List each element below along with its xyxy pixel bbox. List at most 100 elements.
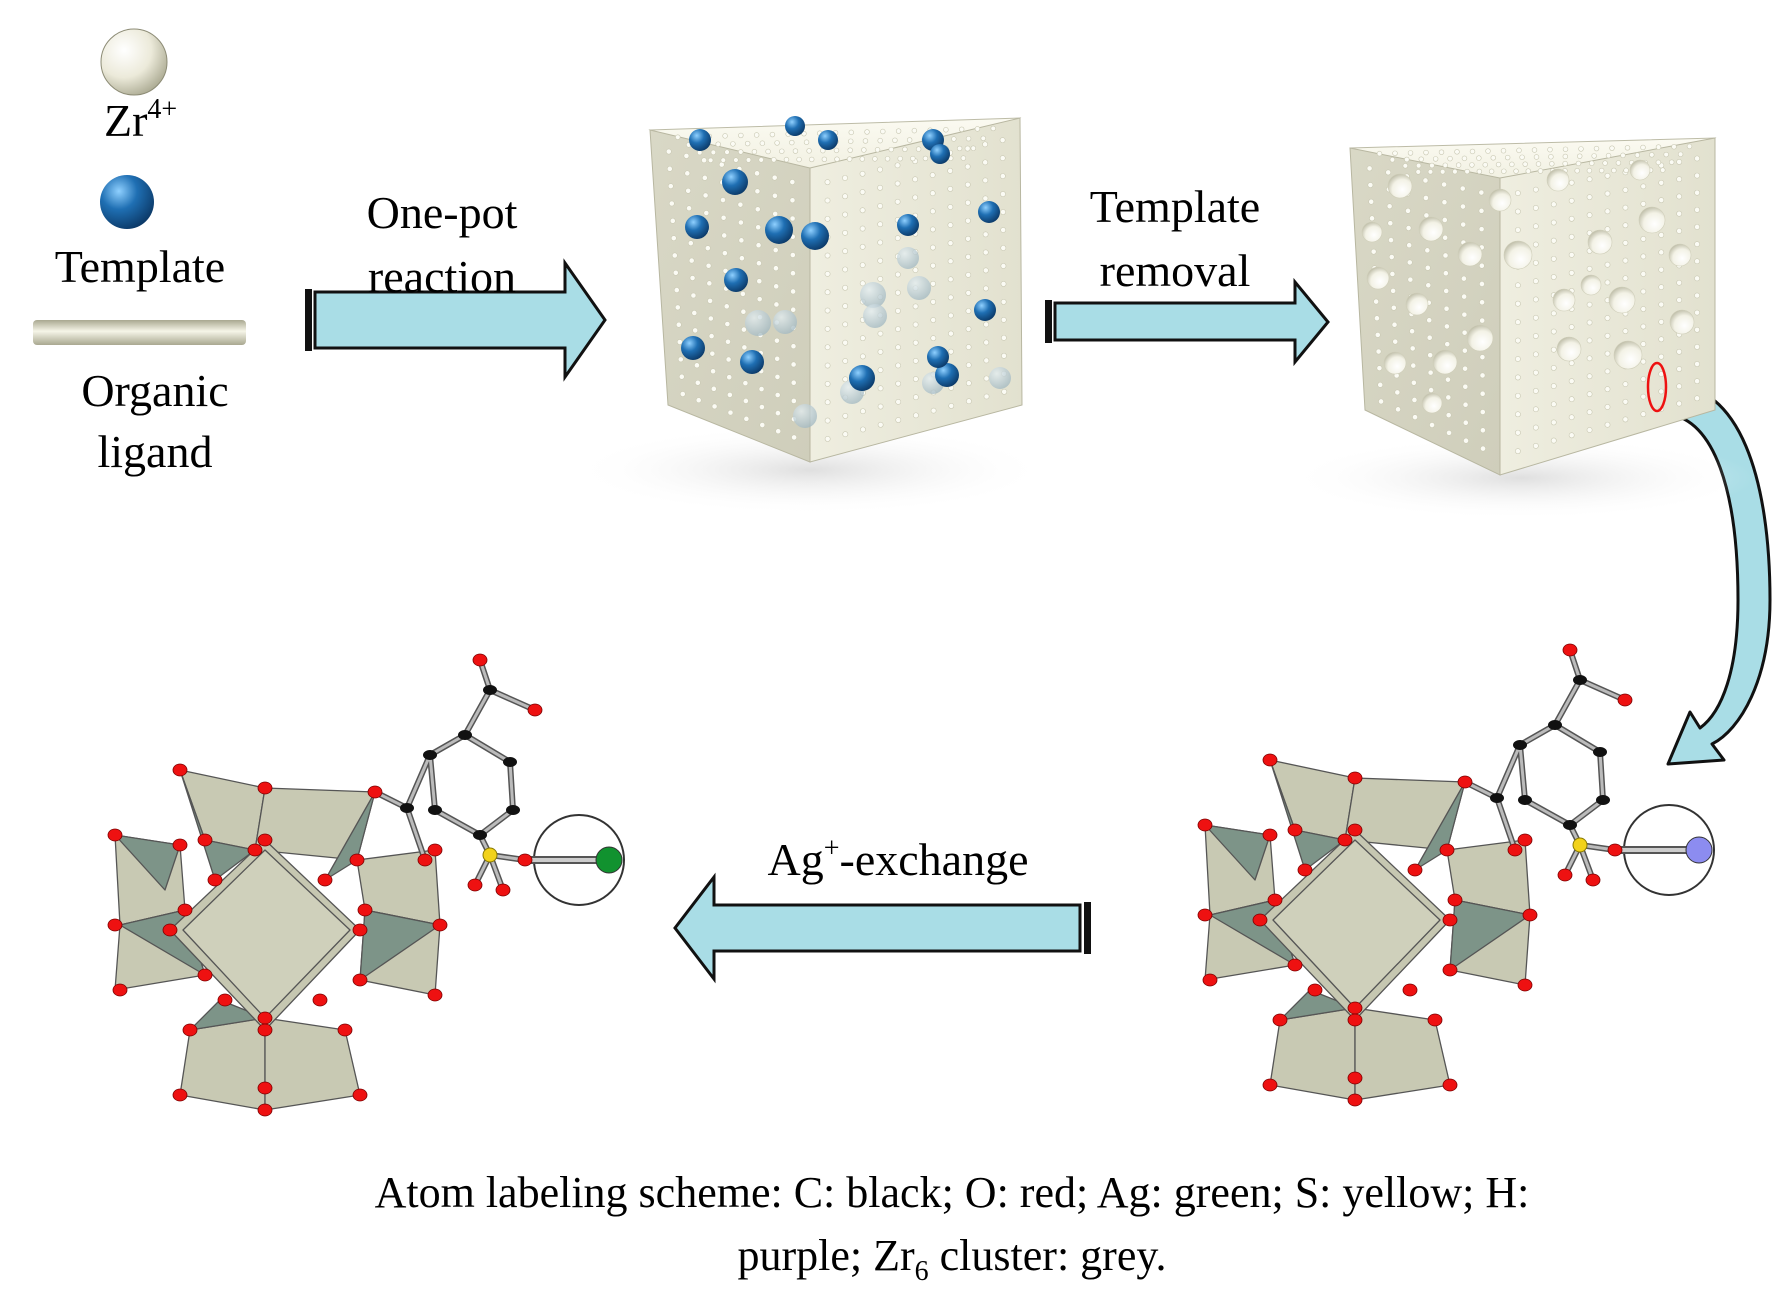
pore-dot bbox=[1658, 266, 1665, 273]
pore-dot bbox=[1532, 442, 1539, 449]
pore-cavity bbox=[1457, 241, 1483, 267]
pore-dot bbox=[877, 239, 884, 246]
pore-cavity bbox=[1552, 288, 1576, 312]
pore-dot bbox=[947, 294, 954, 301]
pore-dot bbox=[1532, 333, 1539, 339]
pore-dot bbox=[1438, 149, 1445, 155]
pore-dot bbox=[1422, 177, 1429, 184]
highlight-pore-marker bbox=[1646, 361, 1668, 413]
pore-dot bbox=[999, 173, 1006, 179]
pore-dot bbox=[1515, 337, 1521, 344]
pore-dot bbox=[1586, 337, 1593, 344]
pore-dot bbox=[1462, 419, 1469, 426]
pore-dot bbox=[685, 187, 692, 194]
pore-dot bbox=[1406, 259, 1413, 266]
pore-dot bbox=[842, 339, 849, 346]
oxygen-atom bbox=[432, 918, 448, 932]
carbon-atom bbox=[1596, 795, 1610, 805]
pore-dot bbox=[1525, 168, 1531, 174]
pore-dot bbox=[742, 398, 749, 404]
pore-dot bbox=[694, 379, 701, 386]
pore-dot bbox=[1694, 292, 1700, 299]
zr6-cluster-h-form bbox=[1197, 643, 1715, 1107]
template-bead bbox=[935, 363, 959, 387]
arrow-curved-down bbox=[1666, 383, 1772, 766]
pore-dot bbox=[1568, 270, 1575, 276]
pore-dot bbox=[982, 159, 989, 166]
pore-cavity bbox=[1418, 216, 1444, 242]
pore-dot bbox=[1000, 263, 1007, 269]
pore-dot bbox=[1532, 186, 1539, 193]
pore-dot bbox=[709, 350, 716, 357]
pore-dot bbox=[1409, 345, 1416, 352]
carbon-atom bbox=[473, 830, 487, 840]
pore-dot bbox=[694, 362, 700, 369]
pore-dot bbox=[1442, 162, 1448, 168]
pore-dot bbox=[789, 215, 796, 222]
pore-dot bbox=[842, 358, 849, 364]
pore-dot bbox=[759, 404, 765, 410]
pore-dot bbox=[947, 312, 954, 319]
pore-dot bbox=[864, 129, 870, 135]
pore-dot bbox=[1586, 265, 1593, 272]
pore-dot bbox=[1550, 255, 1557, 262]
pore-dot bbox=[824, 325, 831, 332]
pore-dot bbox=[1586, 319, 1593, 326]
pore-dot bbox=[672, 269, 679, 276]
pore-dot bbox=[1423, 149, 1429, 156]
pore-dot bbox=[1368, 198, 1375, 205]
pore-dot bbox=[842, 266, 849, 273]
pore-dot bbox=[772, 247, 779, 254]
pore-dot bbox=[1640, 306, 1647, 312]
zr6-polyhedron-face bbox=[114, 834, 181, 891]
oxygen-atom bbox=[495, 883, 511, 897]
pore-dot bbox=[758, 157, 764, 163]
pore-dot bbox=[1609, 145, 1615, 151]
carbon-atom bbox=[1573, 675, 1587, 685]
pore-dot bbox=[1605, 152, 1612, 159]
pore-dot bbox=[1410, 362, 1417, 369]
pore-dot bbox=[1640, 144, 1646, 151]
pore-dot bbox=[1550, 419, 1557, 426]
pore-dot bbox=[824, 215, 831, 222]
pore-dot bbox=[691, 310, 698, 316]
pore-dot bbox=[1550, 383, 1557, 389]
pore-dot bbox=[859, 225, 866, 232]
pore-dot bbox=[958, 126, 965, 133]
pore-dot bbox=[982, 141, 989, 148]
pore-dot bbox=[1593, 145, 1600, 152]
sulfur-atom bbox=[482, 847, 498, 863]
linker-bond-highlight bbox=[405, 753, 432, 810]
pore-dot bbox=[842, 431, 849, 438]
pore-dot bbox=[947, 204, 954, 210]
pore-dot bbox=[947, 276, 954, 283]
linker-bond-highlight bbox=[1518, 743, 1527, 802]
oxygen-atom bbox=[1457, 775, 1473, 789]
oxygen-atom bbox=[1197, 908, 1213, 922]
pore-dot bbox=[703, 210, 710, 216]
pore-dot bbox=[965, 235, 971, 242]
pore-dot bbox=[1640, 236, 1647, 242]
pore-dot bbox=[1577, 153, 1583, 159]
pore-dot bbox=[721, 232, 728, 239]
pore-dot bbox=[930, 299, 937, 305]
pore-dot bbox=[668, 200, 675, 207]
step-ag-exchange-label: Ag+-exchange bbox=[767, 833, 1028, 885]
pore-dot bbox=[1568, 251, 1575, 258]
pore-dot bbox=[824, 179, 831, 186]
sulfur-atom bbox=[1572, 837, 1588, 853]
pore-dot bbox=[1443, 288, 1450, 294]
pore-dot bbox=[951, 136, 957, 142]
pore-dot bbox=[1461, 329, 1468, 336]
pore-dot bbox=[877, 184, 883, 191]
pore-dot bbox=[1550, 328, 1557, 335]
pore-dot bbox=[1515, 282, 1521, 289]
pore-dot bbox=[1640, 288, 1647, 295]
pore-dot bbox=[1377, 381, 1384, 388]
pore-dot bbox=[894, 235, 901, 242]
pore-dot bbox=[1694, 309, 1700, 316]
pore-dot bbox=[1441, 217, 1448, 223]
pore-dot bbox=[1550, 201, 1557, 208]
oxygen-atom bbox=[1507, 843, 1523, 857]
pore-dot bbox=[930, 244, 936, 251]
